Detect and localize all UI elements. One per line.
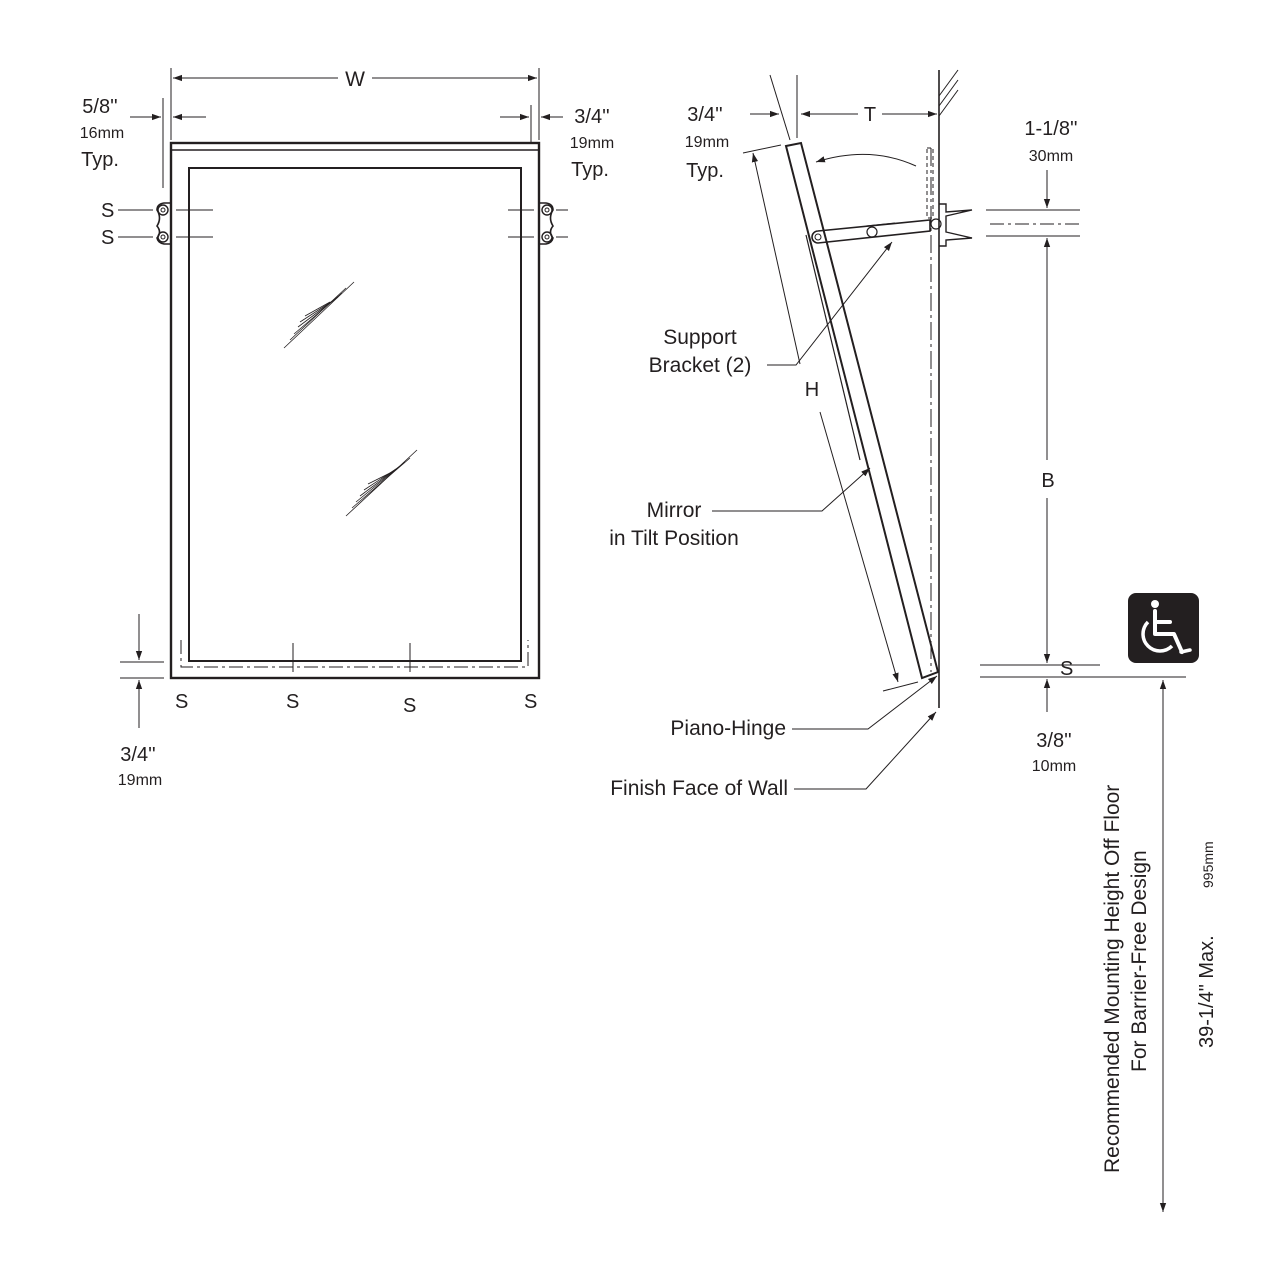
slot-label-left-top: S — [101, 200, 114, 222]
front-view: W 5/8'' 16mm Typ. 3/4'' 19mm Typ. — [80, 68, 614, 789]
mirror-callout-line1: Mirror — [647, 499, 702, 522]
slot-label-bottom-1: S — [175, 691, 188, 713]
left-offset-note: Typ. — [81, 149, 119, 171]
side-view: T 3/4'' 19mm Typ. H 1-1/8 — [609, 69, 1186, 800]
height-label: H — [805, 379, 819, 401]
side-bottom-offset-imperial: 3/8'' — [1036, 730, 1071, 752]
mirror-frame — [169, 141, 541, 680]
left-offset-imperial: 5/8'' — [82, 96, 117, 118]
left-offset-metric: 16mm — [80, 125, 124, 142]
right-offset-imperial: 3/4'' — [574, 106, 609, 128]
bottom-offset-imperial: 3/4'' — [120, 744, 155, 766]
finish-face-callout: Finish Face of Wall — [610, 777, 788, 800]
thickness-label: T — [864, 104, 876, 126]
slot-label-side: S — [1060, 658, 1073, 680]
frame-depth-note: Typ. — [686, 160, 724, 182]
mounting-note-line1: Recommended Mounting Height Off Floor — [1101, 785, 1124, 1173]
mounting-height-imperial: 39-1/4" Max. — [1196, 935, 1218, 1048]
mounting-height-metric: 995mm — [1200, 841, 1216, 888]
slot-label-bottom-4: S — [524, 691, 537, 713]
mounting-height-section: Recommended Mounting Height Off Floor Fo… — [1101, 593, 1218, 1212]
mirror-callout-line2: in Tilt Position — [609, 527, 739, 550]
wheelchair-accessibility-icon — [1128, 593, 1199, 663]
mounting-note-line2: For Barrier-Free Design — [1128, 850, 1151, 1072]
right-offset-note: Typ. — [571, 159, 609, 181]
side-bottom-offset-metric: 10mm — [1032, 758, 1076, 775]
piano-hinge-callout: Piano-Hinge — [670, 717, 786, 740]
width-label: W — [345, 68, 365, 91]
frame-depth-imperial: 3/4'' — [687, 104, 722, 126]
slot-label-bottom-3: S — [403, 695, 416, 717]
left-bracket — [156, 202, 171, 245]
slot-label-bottom-2: S — [286, 691, 299, 713]
right-bracket — [539, 202, 554, 245]
bracket-to-bottom-label: B — [1041, 470, 1054, 492]
frame-depth-metric: 19mm — [685, 134, 729, 151]
support-bracket-callout-line2: Bracket (2) — [649, 354, 752, 377]
support-bracket — [811, 147, 973, 247]
slot-label-left-bottom: S — [101, 227, 114, 249]
bracket-spacing-imperial: 1-1/8'' — [1024, 118, 1077, 140]
right-offset-metric: 19mm — [570, 135, 614, 152]
support-bracket-callout-line1: Support — [663, 326, 737, 349]
bottom-offset-metric: 19mm — [118, 772, 162, 789]
tilted-mirror — [784, 141, 940, 680]
glass-reflection-hatch — [283, 281, 418, 517]
bracket-spacing-metric: 30mm — [1029, 148, 1073, 165]
mirror-glass — [188, 167, 522, 662]
